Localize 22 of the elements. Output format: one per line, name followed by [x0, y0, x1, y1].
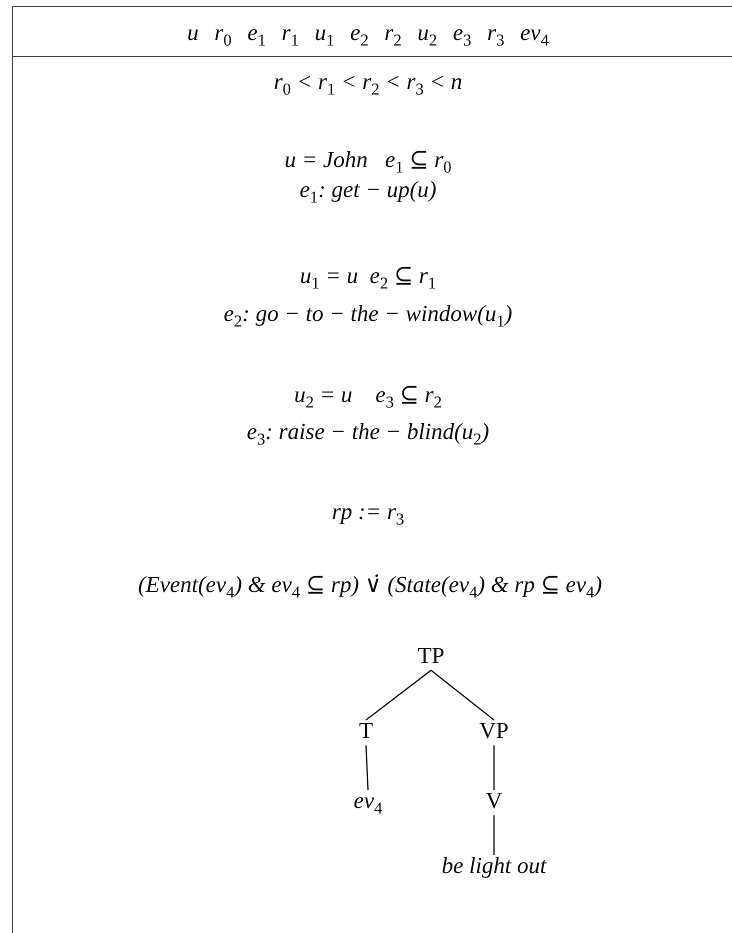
drs-box	[12, 6, 732, 933]
tree-label: T	[358, 718, 374, 744]
discourse-referents: u r$_{0}$ e$_{1}$ r$_{1}$ u$_{1}$ e$_{2}$ r$_{2}$ u$_{2}$ e$_{3}$ r$_{3}$ ev$_{4}$	[187, 20, 549, 50]
condition: r$_{0}$ < r$_{1}$ < r$_{2}$ < r$_{3}$ < n	[274, 69, 462, 99]
condition: u = John e$_{1}$ ⊆ r$_{0}$	[284, 147, 452, 177]
tree-label: TP	[418, 643, 444, 668]
tree-branch	[430, 670, 494, 721]
condition: u$_{1}$ = u e$_{2}$ ⊆ r$_{1}$	[300, 263, 436, 293]
condition: rp := r$_{3}$	[332, 499, 404, 529]
condition: u$_{2}$ = u e$_{3}$ ⊆ r$_{2}$	[294, 382, 442, 412]
condition: e$_{2}$: go − to − the − window(u$_{1}$)	[224, 301, 512, 331]
tree-branch	[493, 745, 495, 790]
tree-leaf: be light out	[442, 853, 546, 878]
tree-label: VP	[479, 718, 509, 744]
tree-leaf: ev$_{4}$	[354, 788, 382, 818]
condition: e$_{3}$: raise − the − blind(u$_{2}$)	[246, 419, 490, 449]
tree-branch	[366, 670, 432, 721]
condition: (Event(ev$_{4}$) & ev$_{4}$ ⊆ rp) ∨̇ (State(ev$_{4}$) & rp ⊆ ev$_{4}$)	[138, 572, 602, 602]
tree-branch	[365, 745, 369, 790]
condition: e$_{1}$: get − up(u)	[300, 177, 436, 207]
tree-label: V	[486, 788, 502, 814]
tree-branch	[493, 815, 495, 855]
